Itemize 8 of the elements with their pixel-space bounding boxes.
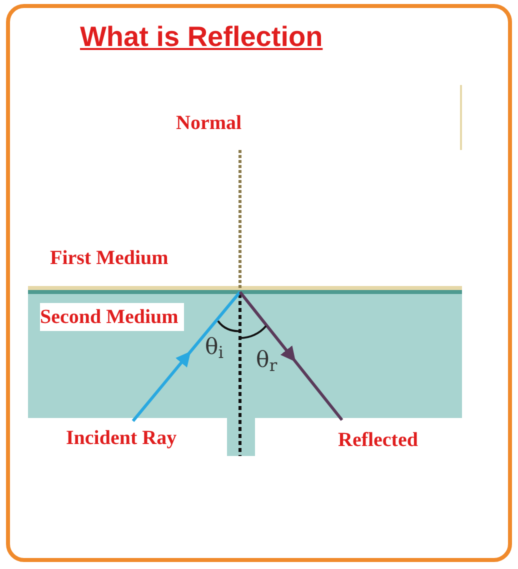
normal-label: Normal — [176, 113, 242, 133]
angle-label: θ$_{i}$ — [205, 337, 224, 359]
ray-label: Incident Ray — [66, 428, 177, 448]
title: What is Reflection — [80, 20, 323, 54]
angle-label: θ$_{r}$ — [256, 350, 278, 372]
ray-label: Reflected — [338, 430, 418, 450]
medium-label: Second Medium — [40, 303, 184, 331]
medium-label: First Medium — [50, 248, 168, 268]
